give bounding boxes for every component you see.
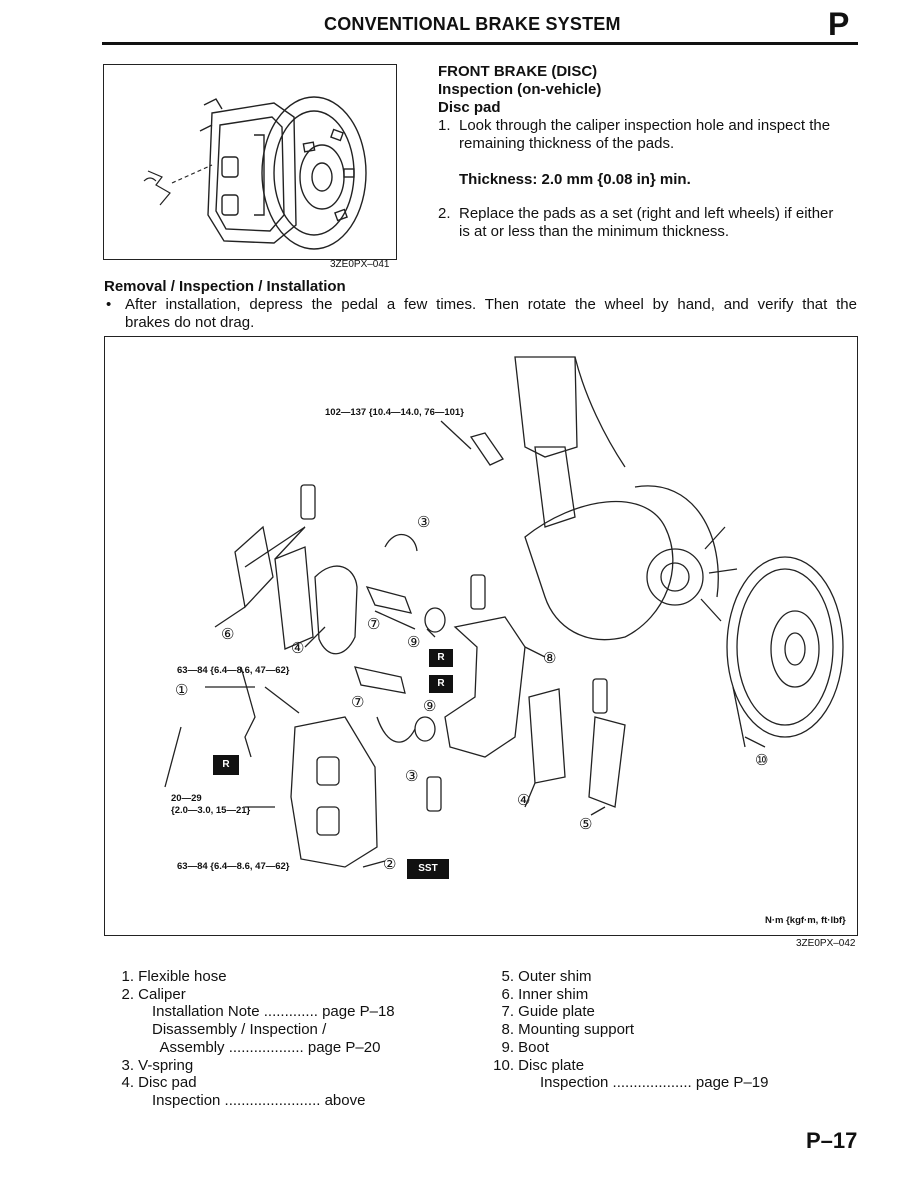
page-header-title: CONVENTIONAL BRAKE SYSTEM [324,14,621,34]
step1-number: 1. [438,117,451,134]
callout-3: ③ [405,768,419,785]
list-item: 5. Outer shim [501,968,592,985]
step1-line1: Look through the caliper inspection hole… [459,117,831,134]
list-item: 7. Guide plate [501,1003,595,1021]
replace-badge: R [429,649,453,667]
callout-2: ② [383,856,397,873]
callout-7: ⑦ [351,694,365,711]
list-item: Installation Note ............. page P–1… [152,1003,395,1021]
removal-heading: Removal / Inspection / Installation [104,278,346,295]
list-item: 3. V-spring [121,1056,194,1074]
bullet-glyph: • [106,296,112,313]
section-letter: P [828,6,850,42]
callout-7: ⑦ [367,616,381,633]
exploded-view-figure: 102—137 {10.4—14.0, 76—101} 63—84 {6.4—8… [104,336,858,936]
list-item: 1. Flexible hose [121,968,227,985]
list-item: 9. Boot [501,1038,550,1056]
replace-badge: R [429,675,453,693]
page-number: P–17 [806,1128,858,1153]
thickness-spec: Thickness: 2.0 mm {0.08 in} min. [459,171,691,188]
step1-line2: remaining thickness of the pads. [459,135,675,152]
callout-9: ⑨ [407,634,421,651]
list-item: Disassembly / Inspection / [152,1021,327,1039]
callout-10: ⑩ [755,752,769,769]
step2-line2: is at or less than the minimum thickness… [459,223,730,240]
step2-line1: Replace the pads as a set (right and lef… [459,205,834,222]
figure2-caption: 3ZE0PX–042 [796,938,856,949]
caliper-inspection-figure [103,64,397,260]
torque-caliper-bolt: 63—84 {6.4—8.6, 47—62} [177,861,290,872]
list-item: 2. Caliper [121,985,186,1003]
units-label: N·m {kgf·m, ft·lbf} [765,915,846,926]
callout-5: ⑤ [579,816,593,833]
torque-hose-bolt: 63—84 {6.4—8.6, 47—62} [177,665,290,676]
callout-1: ① [175,682,189,699]
list-item: Assembly .................. page P–20 [152,1038,381,1056]
header-rule [102,42,858,45]
list-item: Inspection ................... page P–19 [540,1074,769,1092]
removal-note-line2: brakes do not drag. [125,314,255,331]
section-subtitle: Inspection (on-vehicle) [438,81,602,98]
callout-4: ④ [291,640,305,657]
list-item: 10. Disc plate [493,1056,585,1074]
callout-6: ⑥ [221,626,235,643]
section-title: FRONT BRAKE (DISC) [438,63,598,80]
step2-number: 2. [438,205,451,222]
removal-note-line1: After installation, depress the pedal a … [125,296,857,313]
torque-strut-bolt: 102—137 {10.4—14.0, 76—101} [325,407,464,418]
list-item: 6. Inner shim [501,985,589,1003]
replace-badge: R [213,755,239,775]
exploded-view-illustration [164,356,844,868]
figure1-caption: 3ZE0PX–041 [330,259,390,270]
list-item: 8. Mounting support [501,1021,635,1039]
list-item: 4. Disc pad [121,1074,197,1092]
callout-4: ④ [517,792,531,809]
sst-badge: SST [407,859,449,879]
part-heading: Disc pad [438,99,501,116]
parts-list-left: 1. Flexible hose 2. Caliper Installation… [112,968,472,1110]
callout-9: ⑨ [423,698,437,715]
callout-3: ③ [417,514,431,531]
torque-bleeder-line2: {2.0—3.0, 15—21} [171,805,251,816]
torque-bleeder-line1: 20—29 [171,793,202,804]
list-item: Inspection ....................... above [152,1091,366,1109]
callout-8: ⑧ [543,650,557,667]
parts-list-right: 5. Outer shim 6. Inner shim 7. Guide pla… [492,968,856,1092]
caliper-illustration [143,96,367,250]
